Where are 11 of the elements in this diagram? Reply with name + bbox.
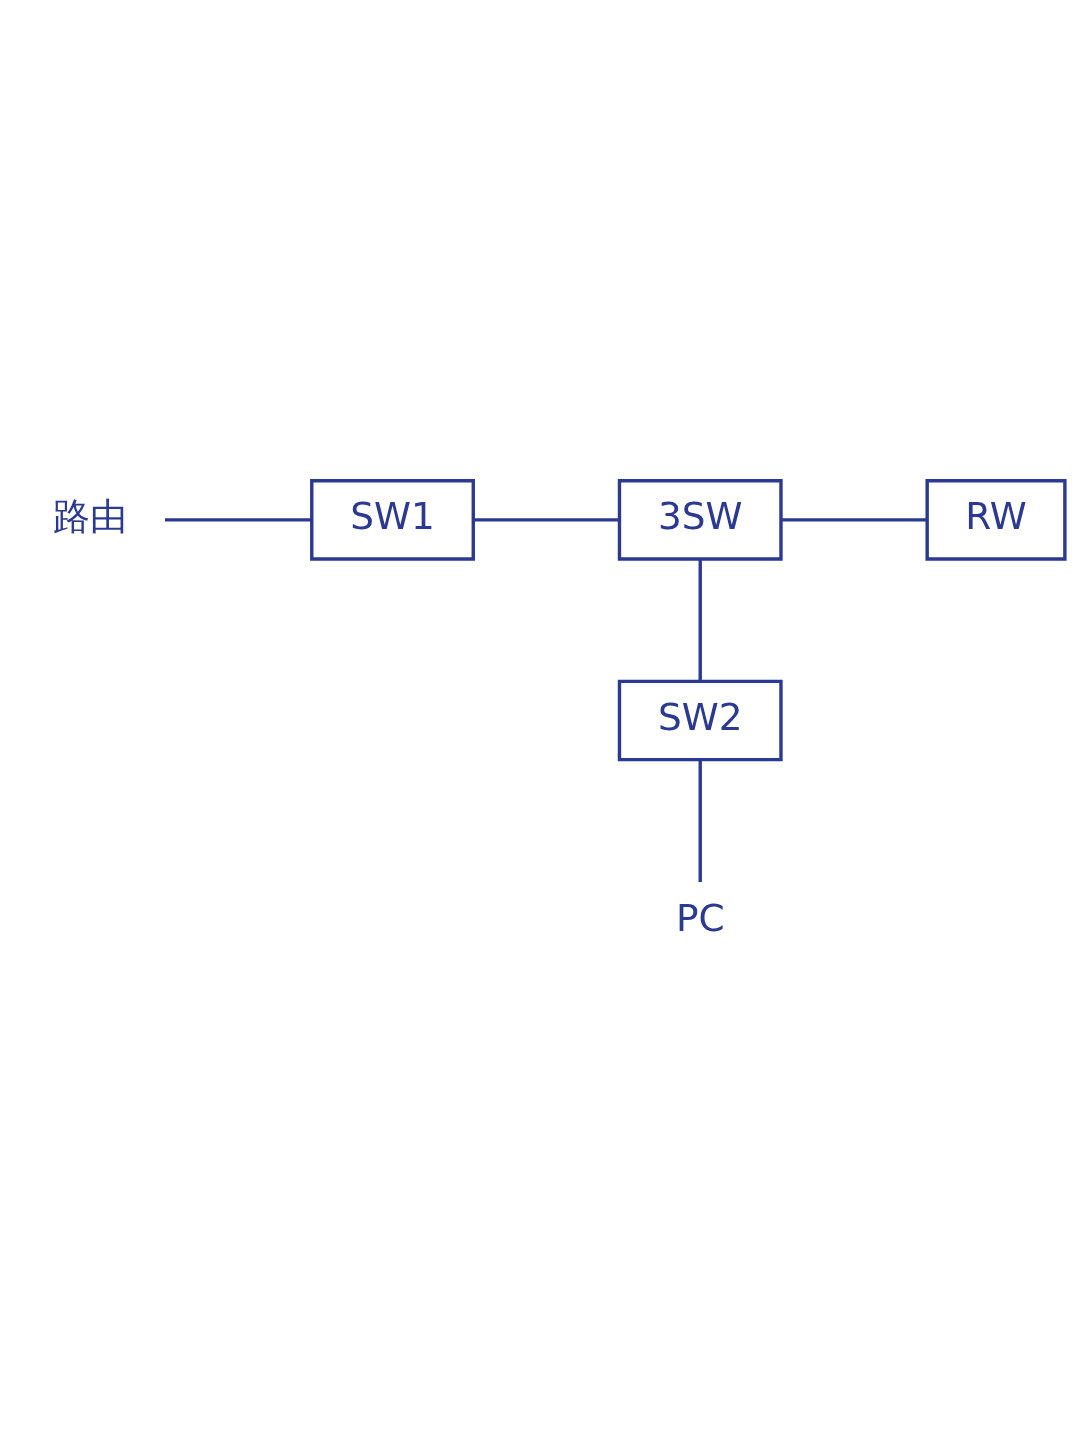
connector [698,558,702,681]
connector [698,759,702,882]
node-text: PC [675,895,725,940]
node-box: SW1 [310,478,475,561]
node-box: RW [925,478,1067,561]
node-text: 路由 [52,493,127,538]
connector [165,517,312,522]
connector [781,517,927,522]
node-box: 3SW [617,478,783,561]
node-box: SW2 [617,679,783,761]
connector [473,517,620,522]
